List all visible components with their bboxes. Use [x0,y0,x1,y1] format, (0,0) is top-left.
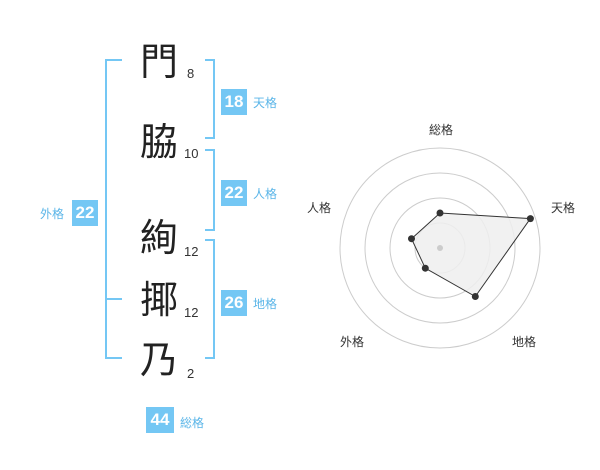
radar-point-1 [436,209,444,217]
stroke-count-2: 10 [184,146,199,161]
radar-ring [339,147,541,349]
radar-axis-label-chikaku: 地格 [512,334,536,349]
stroke-count-3: 12 [184,244,199,259]
radar-axis-label-soukaku: 総格 [429,122,453,137]
radar-axis-label-gaikaku: 外格 [340,334,364,349]
radar-score-polygon [410,212,532,298]
radar-point-2 [526,215,534,223]
chikaku-badge: 26 [221,290,247,316]
tenkaku-label: 天格 [253,96,278,110]
radar-axis-label-jinkaku: 人格 [307,200,331,215]
soukaku-badge: 44 [146,407,174,433]
name-char-5: 乃 [140,338,179,382]
radar-point-3 [471,293,479,300]
radar-axis-label-tenkaku: 天格 [551,200,575,215]
radar-point-4 [421,264,429,272]
stroke-count-1: 8 [187,66,195,81]
tenkaku-badge: 18 [221,89,247,115]
soukaku-label: 総格 [180,416,205,430]
radar-point-5 [408,235,415,243]
gaikaku-label: 外格 [40,207,65,221]
name-char-1: 門 [140,40,179,84]
name-char-2: 脇 [140,120,179,164]
gaikaku-badge: 22 [72,200,98,226]
stroke-count-5: 2 [187,366,195,381]
name-char-4: 揶 [140,278,179,322]
name-char-3: 絢 [140,216,179,260]
chikaku-label: 地格 [253,297,278,311]
jinkaku-label: 人格 [253,187,278,201]
jinkaku-badge: 22 [221,180,247,206]
stroke-count-4: 12 [184,305,199,320]
radar-ring [364,172,516,324]
radar-center-dot [437,245,443,251]
